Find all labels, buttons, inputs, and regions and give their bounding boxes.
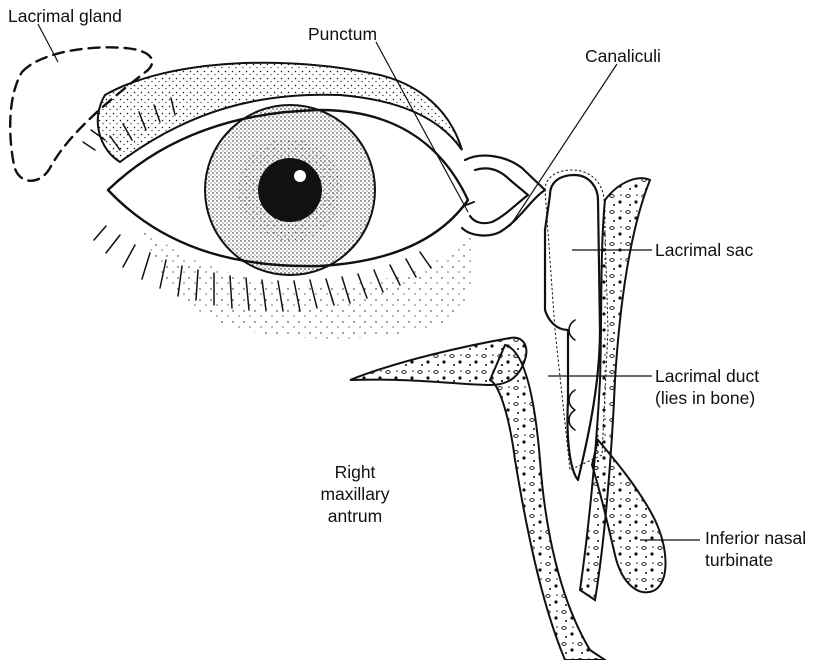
label-punctum: Punctum [308, 24, 377, 44]
pupil-highlight [294, 170, 306, 182]
label-lacrimal-gland: Lacrimal gland [8, 6, 122, 26]
label-lacrimal-duct-note: (lies in bone) [655, 388, 755, 408]
pupil [258, 158, 322, 222]
label-turbinate-line2: turbinate [705, 550, 773, 570]
label-antrum-line3: antrum [328, 506, 382, 526]
label-antrum-line2: maxillary [320, 484, 389, 504]
label-turbinate-line1: Inferior nasal [705, 528, 806, 548]
label-lacrimal-duct: Lacrimal duct [655, 366, 759, 386]
maxilla-wall [490, 345, 605, 660]
label-canaliculi: Canaliculi [585, 46, 661, 66]
canaliculi [462, 156, 545, 236]
label-antrum-line1: Right [335, 462, 376, 482]
label-lacrimal-sac: Lacrimal sac [655, 240, 753, 260]
lacrimal-sac [545, 175, 600, 480]
eye [83, 63, 474, 339]
